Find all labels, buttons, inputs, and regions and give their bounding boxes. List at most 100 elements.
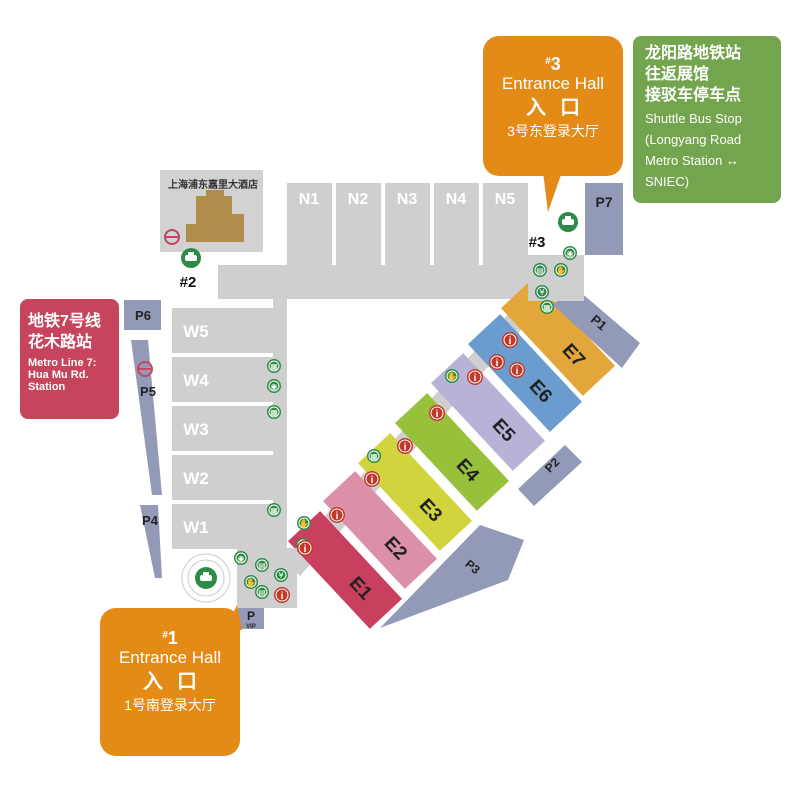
svg-text:✋: ✋ [556, 265, 566, 275]
metro7-en-2: Hua Mu Rd. [28, 369, 89, 381]
hotel-name: 上海浦东嘉里大酒店 [168, 180, 258, 191]
metro-icon [164, 229, 180, 245]
info-icon: i [429, 405, 445, 421]
taxi-label-2: #2 [180, 274, 197, 291]
hall-e4: E4 [394, 393, 510, 511]
hall-n2 [336, 183, 381, 273]
north-corridor-stub [218, 268, 278, 298]
shuttle-en-3: Metro Station ↔ [645, 153, 739, 168]
parking-label-p4: P4 [142, 513, 159, 528]
parking-vip [238, 607, 264, 629]
entrance3-cn2: 3号东登录大厅 [507, 123, 599, 139]
info-icon: i [364, 471, 380, 487]
taxi-icon [181, 248, 201, 268]
parking-p3 [380, 525, 524, 628]
hall-label-w3: W3 [183, 420, 209, 439]
svg-text:i: i [516, 366, 519, 377]
shuttle-cn-1: 龙阳路地铁站 [645, 45, 742, 62]
taxi-stand-ring [181, 553, 231, 603]
hall-e1: E1 [287, 511, 403, 629]
svg-text:✋: ✋ [447, 371, 457, 381]
handshake-icon: ✋ [244, 575, 258, 589]
hall-w4 [172, 357, 284, 402]
svg-text:i: i [436, 409, 439, 420]
atm-icon: ¥ [535, 285, 549, 299]
parking-p6 [124, 300, 161, 330]
parking-p4 [140, 505, 162, 578]
hall-e5: E5 [430, 353, 546, 471]
shuttle-en-4: SNIEC) [645, 174, 690, 189]
info-icon: i [489, 354, 505, 370]
entrance3-number: #3 [545, 54, 561, 74]
parking-p5 [131, 340, 162, 495]
taxi-label-3: #3 [529, 234, 546, 251]
svg-text:i: i [509, 336, 512, 347]
hall-e7: E7 [500, 278, 616, 396]
svg-text:▦: ▦ [370, 452, 378, 461]
hall-label-n3: N3 [397, 191, 418, 208]
svg-text:◉: ◉ [271, 382, 278, 391]
shuttle-en-1: Shuttle Bus Stop [645, 111, 742, 126]
svg-text:▦: ▦ [270, 506, 278, 515]
cup-icon: ◉ [267, 379, 281, 393]
svg-text:¥: ¥ [278, 571, 283, 580]
hall-e2: E2 [322, 471, 438, 589]
svg-text:i: i [474, 373, 477, 384]
ticket-icon: ▤ [533, 263, 547, 277]
entrance3-pointer [543, 172, 562, 212]
metro7-cn-2: 花木路站 [28, 334, 93, 351]
taxi-icon [195, 567, 217, 589]
hall-label-w4: W4 [183, 371, 209, 390]
metro-icon [137, 361, 153, 377]
entrance3-en: Entrance Hall [501, 74, 605, 93]
hall-label-w2: W2 [183, 469, 209, 488]
hall-w3 [172, 406, 284, 451]
svg-text:▤: ▤ [258, 561, 266, 570]
hall-w1 [172, 504, 284, 549]
entrance3-cn: 入口 [526, 97, 594, 119]
hall-label-n1: N1 [299, 191, 320, 208]
parking-label-p5: P5 [140, 384, 156, 399]
entrance1-cn2: 1号南登录大厅 [124, 697, 216, 713]
restaurant-icon: ▦ [367, 449, 381, 463]
restaurant-icon: ▦ [540, 300, 554, 314]
info-icon: i [329, 507, 345, 523]
shuttle-cn-3: 接驳车停车点 [645, 87, 742, 104]
svg-text:¥: ¥ [539, 288, 544, 297]
svg-text:◉: ◉ [567, 249, 574, 258]
shuttle-en-2: (Longyang Road [645, 132, 742, 147]
parking-label-p6: P6 [135, 308, 151, 323]
info-icon: i [502, 332, 518, 348]
handshake-icon: ✋ [554, 263, 568, 277]
hall-e6: E6 [467, 314, 583, 432]
handshake-icon: ✋ [445, 369, 459, 383]
cup-icon: ◉ [234, 551, 248, 565]
svg-text:i: i [371, 475, 374, 486]
svg-text:i: i [304, 544, 307, 555]
entrance3-callout: #3 Entrance Hall 入口 3号东登录大厅 [483, 36, 623, 176]
parking-label-vip: VIP [246, 624, 256, 630]
hall-e3: E3 [357, 433, 473, 551]
hall-label-w5: W5 [183, 322, 209, 341]
metro7-en-3: Station [28, 381, 66, 393]
svg-text:◉: ◉ [238, 554, 245, 563]
hall-n3 [385, 183, 430, 273]
cup-icon: ◉ [563, 246, 577, 260]
svg-text:▦: ▦ [543, 303, 551, 312]
svg-text:✋: ✋ [246, 577, 256, 587]
hall-w2 [172, 455, 284, 500]
svg-text:i: i [281, 591, 284, 602]
hotel-building-icon [186, 190, 244, 242]
svg-text:▤: ▤ [258, 588, 266, 597]
info-icon: i [509, 362, 525, 378]
ticket-icon: ▤ [255, 558, 269, 572]
parking-p7 [585, 183, 623, 255]
entrance1-cn: 入口 [143, 671, 211, 693]
entrance1-number: #1 [162, 628, 178, 648]
handshake-icon: ✋ [297, 516, 311, 530]
svg-text:i: i [496, 358, 499, 369]
shuttle-bus-callout: 龙阳路地铁站 往返展馆 接驳车停车点 Shuttle Bus Stop (Lon… [633, 36, 781, 203]
svg-text:▤: ▤ [536, 266, 544, 275]
restaurant-icon: ▦ [267, 503, 281, 517]
